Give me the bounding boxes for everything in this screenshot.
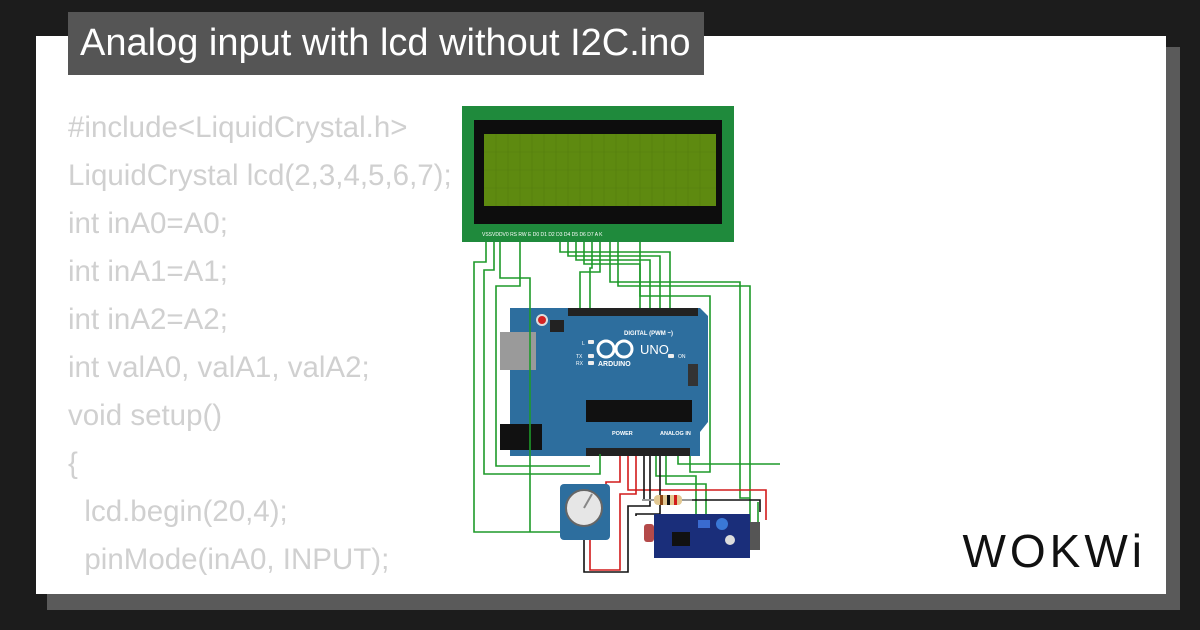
photocell xyxy=(644,524,654,542)
led-on xyxy=(668,354,674,358)
digital-header xyxy=(568,308,698,316)
board-name: UNO xyxy=(640,342,669,357)
wires xyxy=(473,242,780,573)
code-line: int valA0, valA1, valA2; xyxy=(68,351,370,384)
preview-card: #include<LiquidCrystal.h> LiquidCrystal l… xyxy=(36,36,1166,594)
code-line: void setup() xyxy=(68,399,223,432)
potentiometer xyxy=(560,484,610,540)
arduino-uno-board: DIGITAL (PWM ~) UNO ARDUINO L TX RX ON P… xyxy=(500,308,708,456)
led-label-rx: RX xyxy=(576,361,584,367)
lcd-pin-labels: VSSVDDV0 RS RW E D0 D1 D2 D3 D4 D5 D6 D7… xyxy=(482,232,603,238)
led-label-l: L xyxy=(582,341,585,347)
code-line: pinMode(inA1, INPUT); xyxy=(68,584,452,594)
arduino-logo-icon xyxy=(596,339,634,359)
analog-label: ANALOG IN xyxy=(660,431,691,437)
resistor xyxy=(642,495,692,505)
power-label: POWER xyxy=(612,431,633,437)
digital-label: DIGITAL (PWM ~) xyxy=(624,331,673,337)
code-preview: #include<LiquidCrystal.h> LiquidCrystal l… xyxy=(68,104,452,594)
led-label-tx: TX xyxy=(576,354,583,360)
led-label-on: ON xyxy=(678,354,686,360)
ldr-icon xyxy=(725,535,735,545)
code-line: pinMode(inA0, INPUT); xyxy=(68,543,390,576)
microcontroller-chip xyxy=(586,400,692,422)
photoresistor-module xyxy=(644,514,760,558)
code-line: lcd.begin(20,4); xyxy=(68,495,288,528)
code-line: int inA2=A2; xyxy=(68,303,228,336)
code-line: #include<LiquidCrystal.h> xyxy=(68,111,408,144)
led-l xyxy=(588,340,594,344)
power-analog-header xyxy=(586,448,690,456)
code-line: int inA1=A1; xyxy=(68,255,228,288)
lcd-display: VSSVDDV0 RS RW E D0 D1 D2 D3 D4 D5 D6 D7… xyxy=(462,106,734,242)
icsp-header xyxy=(550,320,564,332)
page-title: Analog input with lcd without I2C.ino xyxy=(68,12,705,75)
side-header xyxy=(688,364,698,386)
reset-button xyxy=(536,314,548,326)
code-line: { xyxy=(68,447,78,480)
circuit-diagram: VSSVDDV0 RS RW E D0 D1 D2 D3 D4 D5 D6 D7… xyxy=(462,106,780,573)
wokwi-logo: WOKWi xyxy=(962,525,1146,577)
code-line: LiquidCrystal lcd(2,3,4,5,6,7); xyxy=(68,159,452,192)
code-line: int inA0=A0; xyxy=(68,207,228,240)
led-rx xyxy=(588,361,594,365)
sensor-trimmer xyxy=(716,518,728,530)
power-jack xyxy=(500,424,542,450)
led-tx xyxy=(588,354,594,358)
board-brand: ARDUINO xyxy=(598,361,631,368)
